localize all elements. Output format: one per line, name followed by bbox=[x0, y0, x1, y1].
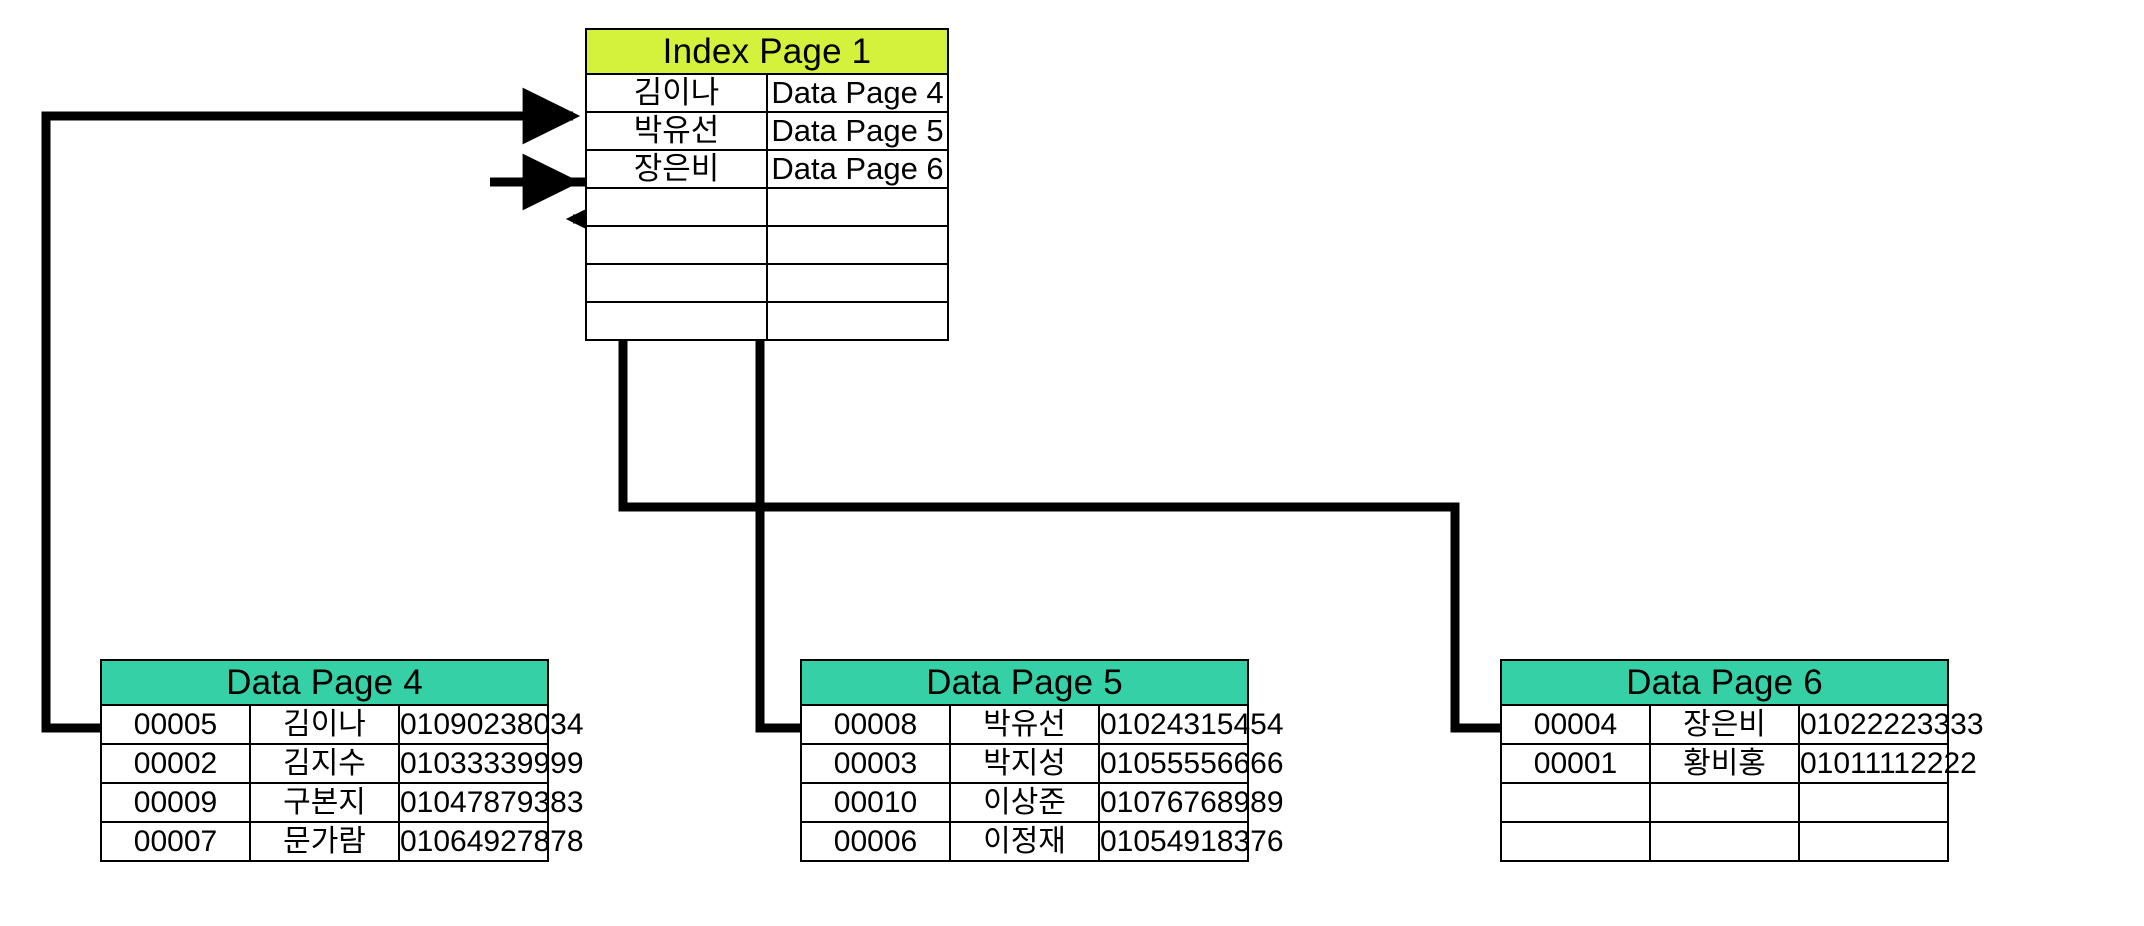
data-row-name: 박유선 bbox=[949, 704, 1100, 745]
data-page-header-row: Data Page 5 bbox=[800, 659, 1249, 706]
data-row-phone: 01064927878 bbox=[398, 821, 584, 862]
data-row-id: 00006 bbox=[800, 821, 951, 862]
index-row-empty[interactable] bbox=[585, 187, 949, 227]
data-page-header-row: Data Page 6 bbox=[1500, 659, 1949, 706]
data-row-phone: 01011112222 bbox=[1798, 743, 1977, 784]
data-row[interactable]: 00005 김이나 01090238034 bbox=[100, 704, 584, 745]
index-row-key bbox=[585, 225, 768, 265]
data-page-6-title: Data Page 6 bbox=[1500, 659, 1949, 706]
data-row-name: 이상준 bbox=[949, 782, 1100, 823]
data-row-empty[interactable] bbox=[1500, 782, 1949, 823]
data-row[interactable]: 00004 장은비 01022223333 bbox=[1500, 704, 1984, 745]
index-row-empty[interactable] bbox=[585, 225, 949, 265]
index-page-table: Index Page 1 김이나 Data Page 4 박유선 Data Pa… bbox=[585, 28, 949, 341]
data-row-id bbox=[1500, 782, 1651, 823]
data-row-name: 황비홍 bbox=[1649, 743, 1800, 784]
data-row-phone bbox=[1798, 782, 1949, 823]
index-row-key bbox=[585, 263, 768, 303]
index-row[interactable]: 김이나 Data Page 4 bbox=[585, 73, 949, 113]
index-page-header-row: Index Page 1 bbox=[585, 28, 949, 75]
data-row[interactable]: 00002 김지수 01033339999 bbox=[100, 743, 584, 784]
data-row-name: 이정재 bbox=[949, 821, 1100, 862]
data-page-4-table: Data Page 4 00005 김이나 01090238034 00002 … bbox=[100, 659, 584, 862]
data-row[interactable]: 00001 황비홍 01011112222 bbox=[1500, 743, 1977, 784]
data-row-name: 김지수 bbox=[249, 743, 400, 784]
data-row-phone: 01076768989 bbox=[1098, 782, 1284, 823]
data-page-6-table: Data Page 6 00004 장은비 01022223333 00001 … bbox=[1500, 659, 1984, 862]
index-row-value bbox=[766, 225, 949, 265]
connector-datapage4-to-index-row1 bbox=[41, 87, 581, 733]
index-row-key bbox=[585, 187, 768, 227]
data-row[interactable]: 00007 문가람 01064927878 bbox=[100, 821, 584, 862]
data-page-5-table: Data Page 5 00008 박유선 01024315454 00003 … bbox=[800, 659, 1284, 862]
data-row-phone: 01047879383 bbox=[398, 782, 584, 823]
data-row-phone: 01033339999 bbox=[398, 743, 584, 784]
index-row-value bbox=[766, 301, 949, 341]
data-page-5-title: Data Page 5 bbox=[800, 659, 1249, 706]
index-row-value bbox=[766, 187, 949, 227]
data-row-name: 구본지 bbox=[249, 782, 400, 823]
index-row[interactable]: 박유선 Data Page 5 bbox=[585, 111, 949, 151]
index-row-value: Data Page 6 bbox=[766, 149, 949, 189]
data-row-id: 00003 bbox=[800, 743, 951, 784]
data-row[interactable]: 00003 박지성 01055556666 bbox=[800, 743, 1284, 784]
index-row-key: 김이나 bbox=[585, 73, 768, 113]
data-row[interactable]: 00009 구본지 01047879383 bbox=[100, 782, 584, 823]
data-row-name: 김이나 bbox=[249, 704, 400, 745]
index-page-title: Index Page 1 bbox=[585, 28, 949, 75]
data-row-phone: 01055556666 bbox=[1098, 743, 1284, 784]
data-row-name: 문가람 bbox=[249, 821, 400, 862]
data-row[interactable]: 00006 이정재 01054918376 bbox=[800, 821, 1284, 862]
data-row-phone: 01022223333 bbox=[1798, 704, 1984, 745]
data-row-phone: 01090238034 bbox=[398, 704, 584, 745]
data-row-id bbox=[1500, 821, 1651, 862]
data-row-id: 00005 bbox=[100, 704, 251, 745]
data-row-name: 장은비 bbox=[1649, 704, 1800, 745]
data-row-id: 00009 bbox=[100, 782, 251, 823]
index-row-empty[interactable] bbox=[585, 301, 949, 341]
data-row-phone: 01054918376 bbox=[1098, 821, 1284, 862]
data-row-name: 박지성 bbox=[949, 743, 1100, 784]
data-row-id: 00010 bbox=[800, 782, 951, 823]
data-row-empty[interactable] bbox=[1500, 821, 1949, 862]
index-row-key bbox=[585, 301, 768, 341]
index-row-key: 박유선 bbox=[585, 111, 768, 151]
data-row-id: 00002 bbox=[100, 743, 251, 784]
index-row-value: Data Page 5 bbox=[766, 111, 949, 151]
index-row-empty[interactable] bbox=[585, 263, 949, 303]
data-row-phone bbox=[1798, 821, 1949, 862]
data-row-name bbox=[1649, 782, 1800, 823]
data-row-id: 00001 bbox=[1500, 743, 1651, 784]
data-page-4-title: Data Page 4 bbox=[100, 659, 549, 706]
index-row-value bbox=[766, 263, 949, 303]
data-row-id: 00004 bbox=[1500, 704, 1651, 745]
index-row-value: Data Page 4 bbox=[766, 73, 949, 113]
data-row-name bbox=[1649, 821, 1800, 862]
data-row-phone: 01024315454 bbox=[1098, 704, 1284, 745]
index-row[interactable]: 장은비 Data Page 6 bbox=[585, 149, 949, 189]
index-row-key: 장은비 bbox=[585, 149, 768, 189]
data-row[interactable]: 00008 박유선 01024315454 bbox=[800, 704, 1284, 745]
data-row-id: 00008 bbox=[800, 704, 951, 745]
data-row-id: 00007 bbox=[100, 821, 251, 862]
data-row[interactable]: 00010 이상준 01076768989 bbox=[800, 782, 1284, 823]
data-page-header-row: Data Page 4 bbox=[100, 659, 549, 706]
